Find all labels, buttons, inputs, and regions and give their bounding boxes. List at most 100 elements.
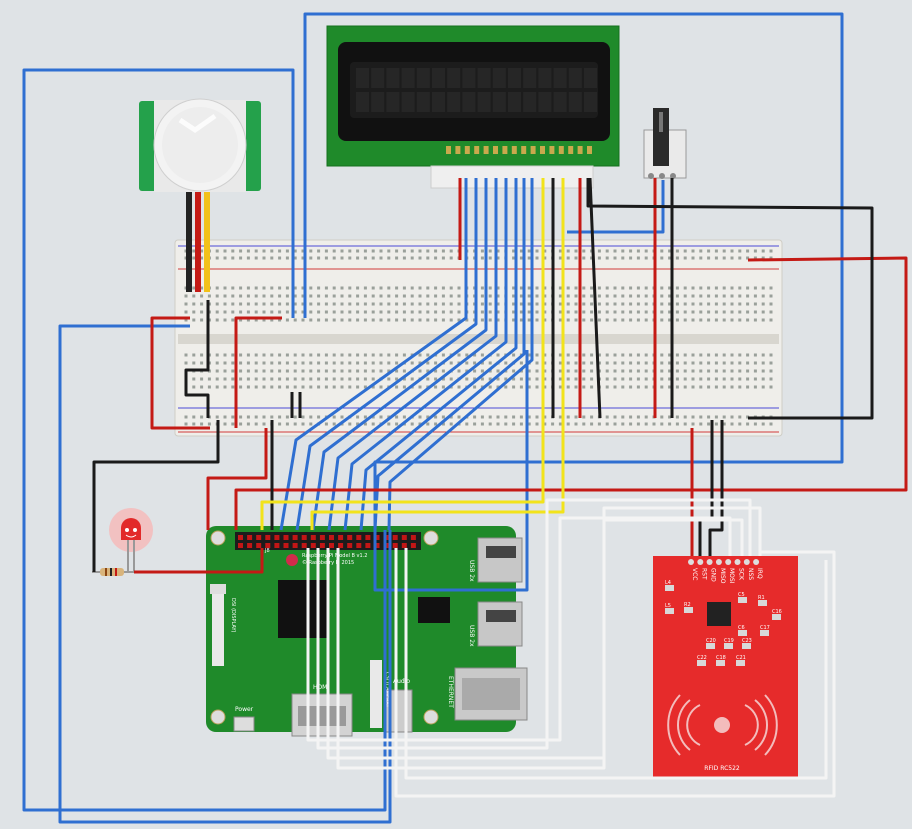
pi-power-label: Power bbox=[235, 706, 254, 713]
gpio-pin bbox=[301, 543, 307, 548]
breadboard-hole bbox=[379, 385, 383, 389]
breadboard-hole bbox=[441, 286, 445, 290]
breadboard-hole bbox=[340, 286, 344, 290]
breadboard-hole bbox=[535, 249, 539, 253]
lcd-cell bbox=[447, 92, 461, 112]
rfid-component-label: L4 bbox=[665, 580, 671, 586]
breadboard-hole bbox=[278, 385, 282, 389]
gpio-pin bbox=[274, 535, 280, 540]
gpio-pin bbox=[392, 535, 398, 540]
pi-gpio-header bbox=[238, 535, 416, 548]
breadboard-hole bbox=[543, 422, 547, 426]
breadboard-hole bbox=[590, 415, 594, 419]
breadboard-hole bbox=[722, 310, 726, 314]
breadboard-hole bbox=[527, 415, 531, 419]
breadboard-hole bbox=[356, 310, 360, 314]
breadboard-hole bbox=[426, 415, 430, 419]
breadboard-hole bbox=[215, 302, 219, 306]
gpio-pin bbox=[338, 535, 344, 540]
breadboard-hole bbox=[605, 256, 609, 260]
breadboard-hole bbox=[480, 249, 484, 253]
breadboard-hole bbox=[293, 286, 297, 290]
breadboard-hole bbox=[309, 256, 313, 260]
breadboard-hole bbox=[293, 377, 297, 381]
rfid-pin bbox=[697, 559, 704, 565]
breadboard-hole bbox=[699, 385, 703, 389]
breadboard-hole bbox=[753, 361, 757, 365]
lcd-pin bbox=[540, 146, 545, 154]
breadboard-hole bbox=[441, 302, 445, 306]
breadboard-hole bbox=[457, 286, 461, 290]
breadboard-hole bbox=[543, 256, 547, 260]
breadboard-hole bbox=[636, 369, 640, 373]
breadboard-hole bbox=[714, 361, 718, 365]
breadboard-hole bbox=[488, 249, 492, 253]
breadboard-hole bbox=[699, 249, 703, 253]
breadboard-hole bbox=[395, 294, 399, 298]
lcd-cell bbox=[477, 92, 491, 112]
breadboard-hole bbox=[613, 294, 617, 298]
wire-layer bbox=[22, 12, 908, 824]
breadboard-hole bbox=[348, 302, 352, 306]
breadboard-hole bbox=[231, 318, 235, 322]
breadboard-hole bbox=[621, 294, 625, 298]
breadboard-hole bbox=[332, 256, 336, 260]
lcd-cell bbox=[523, 68, 537, 88]
breadboard-hole bbox=[231, 286, 235, 290]
breadboard-hole bbox=[730, 249, 734, 253]
breadboard-hole bbox=[597, 318, 601, 322]
breadboard-hole bbox=[738, 422, 742, 426]
breadboard-hole bbox=[200, 318, 204, 322]
breadboard-hole bbox=[613, 302, 617, 306]
breadboard-hole bbox=[317, 415, 321, 419]
breadboard-hole bbox=[480, 422, 484, 426]
gpio-pin bbox=[274, 543, 280, 548]
breadboard-hole bbox=[535, 415, 539, 419]
breadboard-hole bbox=[543, 369, 547, 373]
rfid-pin-label: MOSI bbox=[728, 568, 735, 584]
breadboard-hole bbox=[239, 369, 243, 373]
breadboard-hole bbox=[535, 353, 539, 357]
breadboard-hole bbox=[683, 361, 687, 365]
breadboard-hole bbox=[746, 377, 750, 381]
breadboard-hole bbox=[426, 302, 430, 306]
breadboard-hole bbox=[348, 353, 352, 357]
breadboard-hole bbox=[262, 415, 266, 419]
wire-blue bbox=[387, 178, 534, 531]
breadboard-hole bbox=[317, 377, 321, 381]
breadboard-hole bbox=[293, 415, 297, 419]
raspberry-logo-icon bbox=[286, 554, 298, 566]
breadboard-hole bbox=[402, 385, 406, 389]
breadboard-hole bbox=[231, 310, 235, 314]
breadboard-hole bbox=[738, 302, 742, 306]
breadboard-hole bbox=[285, 361, 289, 365]
breadboard-hole bbox=[644, 318, 648, 322]
breadboard-hole bbox=[231, 369, 235, 373]
gpio-pin bbox=[365, 543, 371, 548]
breadboard-hole bbox=[293, 294, 297, 298]
breadboard-hole bbox=[410, 422, 414, 426]
breadboard-hole bbox=[441, 422, 445, 426]
pi-hdmi-label: HDMI bbox=[313, 684, 329, 691]
breadboard-hole bbox=[200, 353, 204, 357]
breadboard-hole bbox=[504, 385, 508, 389]
breadboard-hole bbox=[558, 318, 562, 322]
rfid-component-label: C22 bbox=[697, 655, 707, 661]
breadboard-hole bbox=[356, 294, 360, 298]
breadboard-hole bbox=[215, 361, 219, 365]
lcd-cell bbox=[401, 92, 415, 112]
breadboard-hole bbox=[629, 415, 633, 419]
breadboard-hole bbox=[707, 318, 711, 322]
breadboard-hole bbox=[738, 415, 742, 419]
gpio-pin bbox=[329, 543, 334, 548]
breadboard-hole bbox=[371, 286, 375, 290]
wire-white bbox=[336, 518, 744, 770]
breadboard-hole bbox=[184, 318, 188, 322]
breadboard-hole bbox=[426, 249, 430, 253]
breadboard-hole bbox=[324, 361, 328, 365]
breadboard-hole bbox=[332, 249, 336, 253]
breadboard-hole bbox=[207, 377, 211, 381]
breadboard-hole bbox=[402, 369, 406, 373]
breadboard-hole bbox=[301, 369, 305, 373]
